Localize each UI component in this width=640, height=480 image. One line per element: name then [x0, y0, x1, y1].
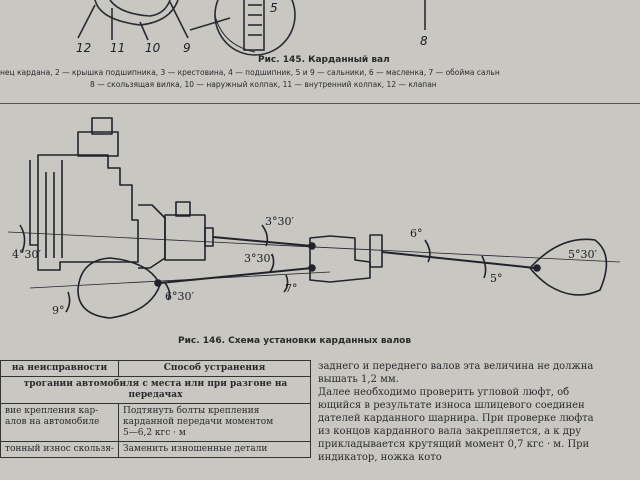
fault-table: на неисправности Способ устранения трога…: [0, 360, 311, 458]
remedy-line: 5—6,2 кгс · м: [123, 428, 186, 438]
body-line: Далее необходимо проверить угловой люфт,…: [318, 387, 570, 398]
angle-right-shaft: 6°: [410, 227, 423, 240]
angle-shaft-top: 3°30′: [265, 215, 294, 228]
table-cell-remedy: Заменить изношенные детали: [118, 441, 311, 458]
body-line: дателей карданного шарнира. При проверке…: [318, 413, 594, 424]
figure-146-caption-title: Рис. 146. Схема установки карданных вало…: [178, 336, 412, 346]
table-row: вие крепления кар- алов на автомобиле По…: [0, 403, 311, 442]
cause-line: вие крепления кар-: [5, 406, 99, 416]
callout-9: 9: [183, 41, 191, 55]
section-divider: [0, 103, 640, 104]
remedy-line: Подтянуть болты крепления: [123, 406, 260, 416]
figure-145-drawing: 12 11 10 9 8 5: [76, 0, 428, 56]
callout-11: 11: [110, 41, 125, 55]
table-cell-cause: тонный износ скользя-: [0, 441, 119, 458]
body-line: прикладывается крутящий момент 0,7 кгс ·…: [318, 439, 590, 450]
callout-10: 10: [145, 41, 161, 55]
body-line: вышать 1,2 мм.: [318, 374, 399, 385]
angle-front-left: 9°: [52, 304, 65, 317]
figure-145-caption-line-2: 8 — скользящая вилка, 10 — наружный колп…: [90, 80, 437, 89]
callout-5: 5: [270, 1, 278, 15]
angle-rear-axle: 5°30′: [568, 248, 597, 261]
angle-front-axle: 6°30′: [165, 290, 194, 303]
table-span-row: трогании автомобиля с места или при разг…: [0, 376, 311, 404]
body-line: из концов карданного вала закрепляется, …: [318, 426, 582, 437]
figure-146-drawing: 4°30′ 3°30′ 3°30′ 6° 5°30′ 5° 7° 6°30′ 9…: [7, 117, 621, 319]
remedy-line: Заменить изношенные детали: [123, 444, 268, 454]
remedy-line: карданной передачи моментом: [123, 417, 274, 427]
body-line: индикатор, ножка кото: [318, 452, 442, 463]
cause-line: алов на автомобиле: [5, 417, 100, 427]
table-cell-remedy: Подтянуть болты крепления карданной пере…: [118, 403, 311, 442]
figure-145-caption-title: Рис. 145. Карданный вал: [258, 55, 390, 65]
table-header-remedy: Способ устранения: [118, 360, 311, 377]
body-text-column: заднего и переднего валов эта величина н…: [318, 360, 640, 464]
angle-engine: 4°30′: [12, 248, 41, 261]
angle-shaft-mid: 3°30′: [244, 252, 273, 265]
table-row: тонный износ скользя- Заменить изношенны…: [0, 441, 311, 458]
cause-line: тонный износ скользя-: [5, 444, 114, 454]
table-span-cell: трогании автомобиля с места или при разг…: [0, 376, 311, 404]
callout-8: 8: [420, 34, 428, 48]
figure-145-caption-line-1: нец кардана, 2 — крышка подшипника, 3 — …: [0, 68, 500, 77]
angle-lower-right: 5°: [490, 272, 503, 285]
table-header-cause: на неисправности: [0, 360, 119, 377]
body-line: ющийся в результате износа шлицевого сое…: [318, 400, 585, 411]
callout-12: 12: [76, 41, 91, 55]
table-header-row: на неисправности Способ устранения: [0, 360, 311, 377]
body-line: заднего и переднего валов эта величина н…: [318, 361, 594, 372]
table-cell-cause: вие крепления кар- алов на автомобиле: [0, 403, 119, 442]
angle-lower-mid: 7°: [285, 282, 298, 295]
